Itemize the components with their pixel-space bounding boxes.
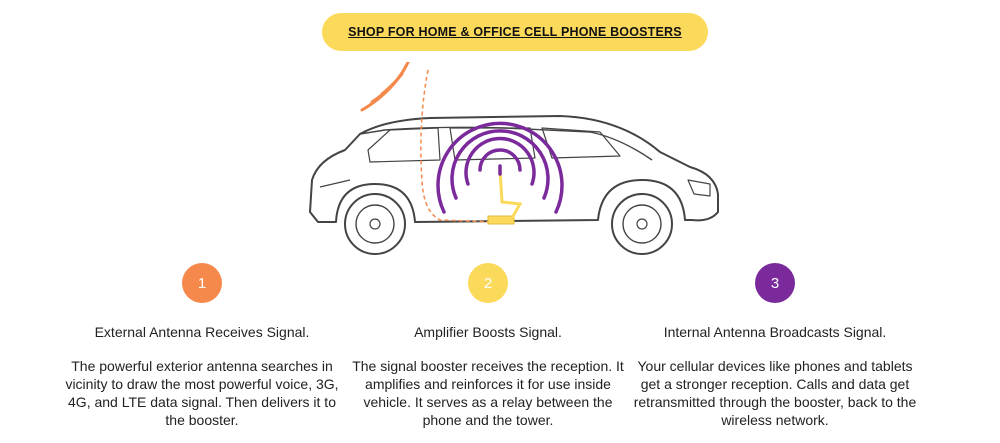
step-3-description: Your cellular devices like phones and ta… [633,358,917,428]
step-3-badge: 3 [755,263,795,303]
front-wheel [344,193,406,255]
booster-cable [498,169,523,219]
step-3-heading: Internal Antenna Broadcasts Signal. [663,324,887,340]
step-1-heading: External Antenna Receives Signal. [94,324,310,340]
shop-boosters-button[interactable]: SHOP FOR HOME & OFFICE CELL PHONE BOOSTE… [322,13,708,51]
antenna-cable [420,69,496,223]
car-signal-illustration [309,62,719,255]
internal-antenna-signal [436,121,564,214]
rear-wheel [611,193,673,255]
step-1-description: The powerful exterior antenna searches i… [65,358,339,428]
car-outline [309,115,719,223]
booster-unit [487,215,515,225]
step-1-badge: 1 [182,263,222,303]
external-antenna-signal [360,62,410,112]
step-2-heading: Amplifier Boosts Signal. [414,324,562,340]
step-2-description: The signal booster receives the receptio… [352,358,624,428]
step-2-badge: 2 [468,263,508,303]
